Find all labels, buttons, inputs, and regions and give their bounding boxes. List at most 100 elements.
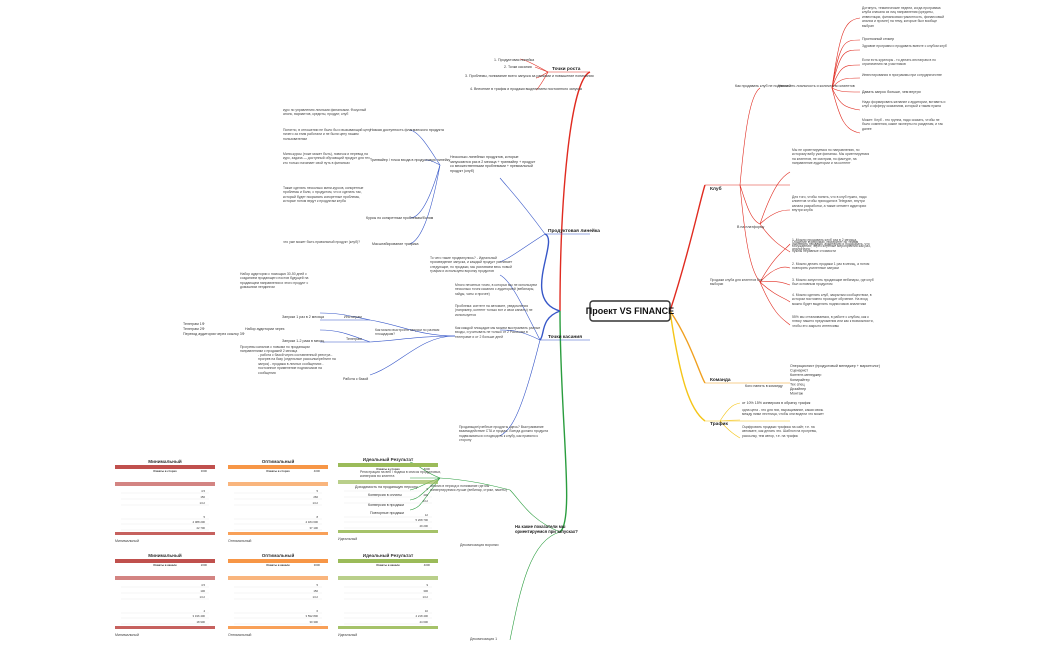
team-roles: Операционист (продуктовый менеджер + мар… — [790, 364, 880, 396]
funnel-table-footer-bar — [338, 626, 438, 629]
funnel-table-header-bar — [338, 463, 438, 467]
team-role-item: Сценарист — [790, 369, 808, 373]
touch-side-2: Телеграм 2Ф — [183, 327, 205, 331]
touch-note-4: Запуски 1-2 раза в месяц — [282, 339, 324, 343]
touch-note-1: Набор аудитории с помощью 30-50 дней с с… — [240, 272, 309, 290]
branch-touch[interactable]: Точки касания Много печатных точек, в ко… — [183, 272, 582, 447]
funnel-table-value: 5 268 700 — [416, 518, 429, 522]
touch-intro: Много печатных точек, в которых мы не ис… — [455, 283, 537, 296]
funnel-table-header-bar — [228, 559, 328, 563]
line-club — [669, 184, 706, 312]
kpi-caption-top: Декомпозиция воронки — [460, 543, 499, 547]
funnel-table-footer-bar — [338, 530, 438, 533]
touch-answer: Как каждой площадке мы можем выстраивать… — [455, 326, 541, 339]
funnel-table-reach-value: 2000 — [201, 563, 208, 567]
funnel-table-header-bar — [338, 559, 438, 563]
club-q1-note-5: Инвестирования в программы при сотруднич… — [862, 73, 942, 77]
touch-side-1: Телеграм 1Ф — [183, 322, 205, 326]
branch-team[interactable]: Команда Кого нанять в команду Операциони… — [710, 364, 880, 396]
funnel-table-value: 13.2 — [200, 595, 206, 599]
funnel-table-spend-label: Охваты в сториз — [376, 467, 400, 471]
club-label: Клуб — [710, 185, 722, 192]
product-sub-2: Трипвайер / точка входа в продуктовую ли… — [370, 158, 450, 162]
funnel-table-spend-label: Охваты в сториз — [153, 469, 177, 473]
funnel-table-reach-value: 3000 — [314, 563, 321, 567]
growth-item-3: 3. Проблемы, понимание всего запуска за … — [465, 74, 594, 78]
funnel-table-value: 5 — [316, 583, 318, 587]
funnel-table-value: 3 592 800 — [306, 614, 319, 618]
product-label: Продуктовая линейка — [548, 227, 600, 234]
branch-growth[interactable]: Точки роста 1. Продуктовая линейка 2. То… — [465, 58, 594, 91]
product-summary: Несколько линейных продуктов, которые за… — [450, 155, 536, 174]
funnel-table-value: 13.2 — [423, 499, 429, 503]
funnel-table-section-bar — [228, 576, 328, 580]
club-q2: В на платформу — [737, 225, 764, 229]
branch-product[interactable]: Продуктовая линейка Несколько линейных п… — [283, 108, 600, 284]
growth-label: Точки роста — [552, 66, 581, 72]
funnel-table-spend-label: Охваты в канале — [153, 563, 177, 567]
touch-label: Точки касания — [548, 334, 582, 340]
club-q1-note-6: Давать запрос больше, чем внутри — [862, 90, 921, 94]
traffic-note-3: Оцифровать продажи трафика на сайт, т.е.… — [742, 425, 818, 438]
line-team — [669, 310, 706, 384]
funnel-table-value: 150 — [313, 589, 318, 593]
funnel-table-spend-label: Охваты в сториз — [266, 469, 290, 473]
team-role-item: Монтаж — [790, 392, 804, 396]
club-q1-note-2: Прогнозный стикер — [862, 37, 894, 41]
club-q1-note-3: Здравие программ и продавать вместе с кл… — [862, 44, 947, 48]
funnel-table-value: 100 — [200, 589, 205, 593]
funnel-table-caption: Идеальный — [338, 537, 357, 541]
kpi-caption-bottom: Декомпозиция 1 — [470, 637, 497, 641]
funnel-table-section-bar — [338, 576, 438, 580]
product-sub-3: Курсы по конкретным проблемам/болям — [366, 216, 434, 220]
line-growth — [559, 71, 591, 312]
product-sub-4-note: что уже может быть правильный продукт (к… — [283, 240, 361, 244]
traffic-note-2: одна цена - это для них, выращивание, ка… — [742, 408, 824, 417]
funnel-table-header-bar — [228, 465, 328, 469]
team-role-item: Операционист (продуктовый менеджер + мар… — [790, 364, 880, 368]
product-sub-1-note-2: Понятно, в отношении не было бы и вызыва… — [283, 128, 372, 141]
branch-kpi[interactable]: На какие показатели мы ориентируемся при… — [355, 470, 585, 641]
club-q1-note-7: Надо формировать желание к аудитории, вс… — [862, 100, 946, 109]
kpi-label: На какие показатели мы ориентируемся при… — [515, 524, 578, 535]
funnel-table-caption: Оптимальный — [228, 539, 251, 543]
line-product — [540, 233, 561, 312]
branch-traffic[interactable]: Трафик от 10% 15% конверсия в обратку тр… — [710, 401, 827, 447]
club-q3-note-4: 4. Можно сделать клуб, закрытым сообщест… — [792, 293, 872, 306]
central-node-label: Проект VS FINANCE — [586, 306, 674, 316]
product-sub-1-note-1: курс по управлению личными финансами. Фо… — [283, 108, 367, 117]
funnel-table-caption: Минимальный — [115, 633, 139, 637]
line-touch — [539, 310, 561, 341]
club-q2-note-2: Для того, чтобы понять, что в клуб нужно… — [792, 195, 867, 213]
touch-method-instagram: Инстаграм — [344, 315, 362, 319]
funnel-table-value: 10 — [425, 609, 429, 613]
central-node[interactable]: Проект VS FINANCE — [586, 300, 674, 322]
touch-note-6: - работа с базой через составленный реес… — [258, 353, 336, 375]
club-q2-note-3: Общение в форумах, приоритет по темам об… — [792, 240, 871, 253]
touch-problem: Проблема: контент на автомате, уведомлен… — [455, 304, 533, 317]
funnel-table-value: 49 200 — [419, 524, 428, 528]
funnel-table-value: 6 — [316, 609, 318, 613]
funnel-table-value: 4 218 400 — [416, 614, 429, 618]
funnel-table-header-bar — [115, 465, 215, 469]
funnel-table-value: 12 — [425, 513, 429, 517]
growth-item-2: 2. Точки касания — [504, 65, 532, 69]
club-q1-answer: Увеличить лояльность и количество клиент… — [778, 84, 855, 88]
funnel-table-header-bar — [115, 559, 215, 563]
funnel-table-value: 18 900 — [196, 620, 205, 624]
touch-side-3: Переход аудитории через ссылку 3Ф — [183, 332, 245, 336]
touch-note-3: Набор аудитории через — [245, 327, 285, 331]
branch-club[interactable]: Клуб Как продавать клуб не подписке? Уве… — [710, 6, 947, 335]
funnel-table-value: 150 — [200, 495, 205, 499]
kpi-link-5: Повторные продажи — [370, 511, 404, 515]
funnel-table-footer-bar — [115, 626, 215, 629]
funnel-table-value: 300 — [423, 589, 428, 593]
sub-lines — [319, 17, 861, 641]
